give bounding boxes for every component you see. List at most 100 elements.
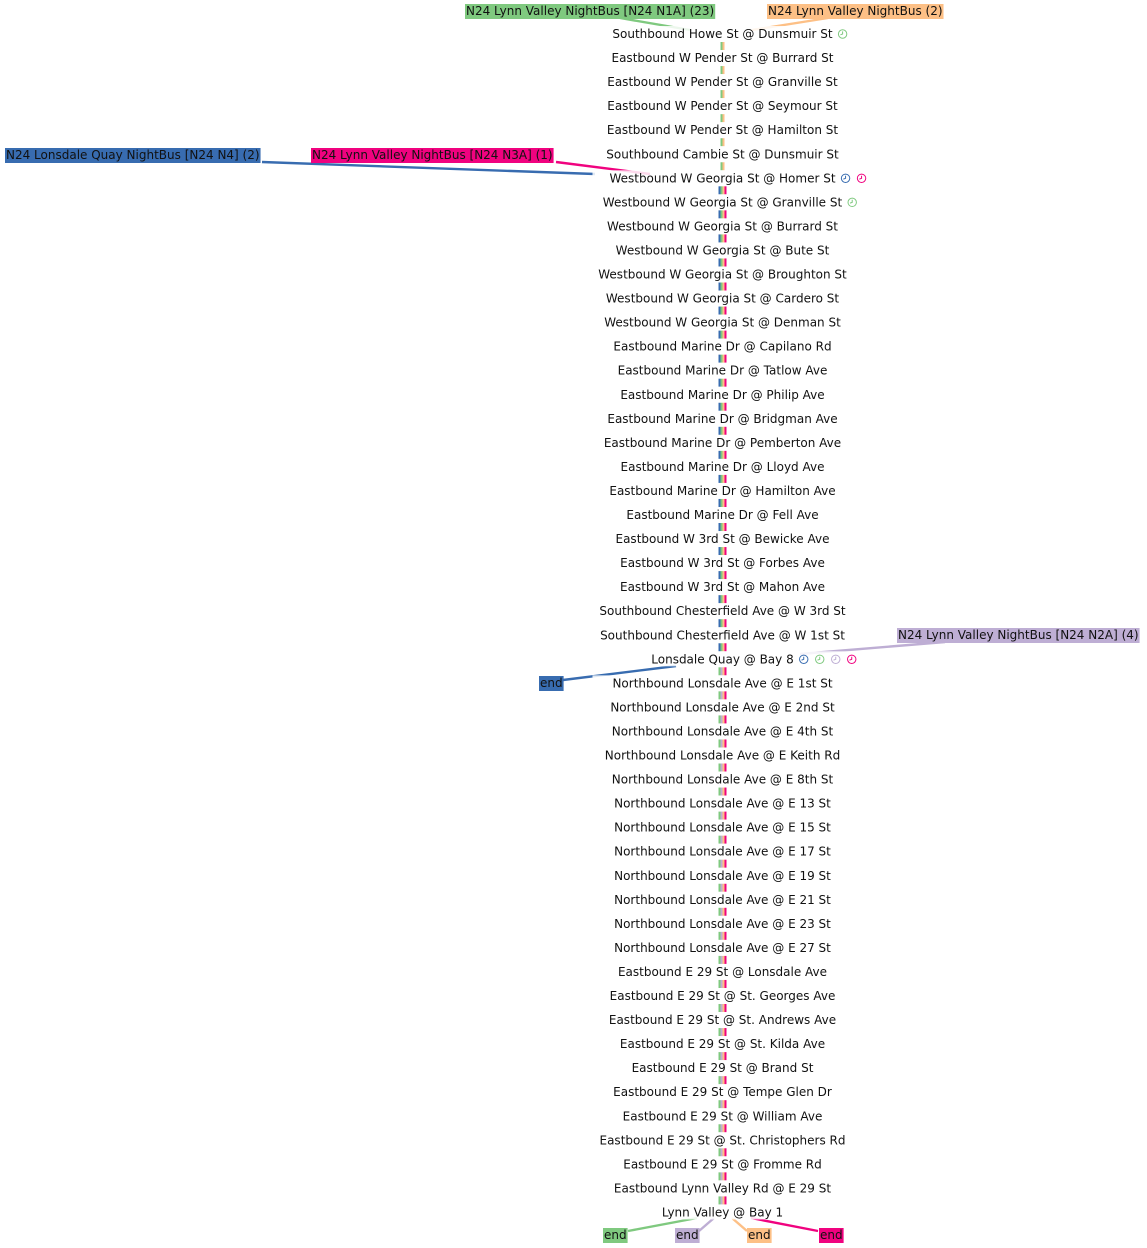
stop: Eastbound W Pender St @ Seymour St [592, 98, 853, 114]
route-segment-n3a [724, 1076, 727, 1085]
route-segment-lv2 [722, 763, 725, 772]
route-segment-n3a [724, 474, 727, 483]
stop-name: Lynn Valley @ Bay 1 [662, 1205, 783, 1219]
svg-text:end: end [820, 1228, 843, 1242]
route-segment-n3a [724, 763, 727, 772]
stop: Eastbound W Pender St @ Granville St [592, 74, 853, 90]
route-segment-lv2 [722, 42, 725, 51]
route-segment-n1a [718, 787, 721, 796]
route-connector-n2a [698, 1217, 715, 1232]
route-segment-lv2 [722, 474, 725, 483]
stop-name: Eastbound Marine Dr @ Lloyd Ave [621, 460, 825, 474]
route-segment-lv2 [722, 378, 725, 387]
stop: Northbound Lonsdale Ave @ E 1st St [592, 675, 853, 691]
route-segment-n1a [720, 547, 723, 556]
route-segment-n1a [718, 883, 721, 892]
route-segment-lv2 [722, 306, 725, 315]
stop-name: Northbound Lonsdale Ave @ E 19 St [614, 869, 831, 883]
stop-name: Eastbound W Pender St @ Burrard St [612, 51, 834, 65]
route-segment-n1a [718, 763, 721, 772]
route-segment-n1a [718, 715, 721, 724]
stop-name: Eastbound W Pender St @ Granville St [607, 75, 838, 89]
stop-name: Westbound W Georgia St @ Homer St [609, 171, 835, 185]
route-segment-lv2 [722, 595, 725, 604]
route-segment-lv2 [722, 162, 725, 171]
stop: Eastbound E 29 St @ William Ave [592, 1108, 853, 1124]
stop: Westbound W Georgia St @ Burrard St [592, 218, 853, 234]
route-segment-lv2 [722, 811, 725, 820]
stop: Westbound W Georgia St @ Cardero St [592, 290, 853, 306]
route-segment-lv2 [722, 210, 725, 219]
route-segment-n1a [720, 643, 723, 652]
stop: Lonsdale Quay @ Bay 8 [592, 651, 857, 667]
route-segment-n3a [724, 1148, 727, 1157]
clock-icon [837, 29, 848, 39]
route-segment-n1a [718, 1148, 721, 1157]
stop-name: Westbound W Georgia St @ Denman St [604, 316, 841, 330]
route-segment-n3a [724, 931, 727, 940]
stop-name: Westbound W Georgia St @ Granville St [603, 195, 843, 209]
stop-name: Westbound W Georgia St @ Burrard St [607, 219, 838, 233]
route-segment-n1a [720, 619, 723, 628]
stop-name: Eastbound Marine Dr @ Philip Ave [620, 388, 824, 402]
route-segment-n2a [720, 1076, 723, 1085]
route-segment-n3a [724, 1028, 727, 1037]
route-segment-n4 [718, 571, 721, 580]
route-segment-n2a [720, 883, 723, 892]
route-segment-lv2 [722, 138, 725, 147]
route-segment-lv2 [722, 234, 725, 243]
route-segment-n2a [720, 931, 723, 940]
route-segment-lv2 [722, 883, 725, 892]
route-segment-n1a [720, 282, 723, 291]
route-segment-n2a [720, 667, 723, 676]
route-segment-n3a [724, 354, 727, 363]
route-segment-n3a [724, 258, 727, 267]
route-segment-lv2 [722, 1052, 725, 1061]
route-segment-n3a [724, 667, 727, 676]
stop-name: Northbound Lonsdale Ave @ E 21 St [614, 893, 831, 907]
stop: Westbound W Georgia St @ Homer St [592, 170, 867, 186]
route-segment-n1a [720, 571, 723, 580]
route-segment-n3a [724, 1100, 727, 1109]
stop: Southbound Chesterfield Ave @ W 3rd St [592, 603, 853, 619]
route-segment-n3a [724, 715, 727, 724]
route-segment-n3a [724, 210, 727, 219]
route-segment-lv2 [722, 1100, 725, 1109]
route-segment-n4 [718, 258, 721, 267]
route-segment-n3a [724, 835, 727, 844]
route-segment-n4 [718, 523, 721, 532]
stop-name: Northbound Lonsdale Ave @ E 4th St [612, 724, 834, 738]
route-connector-n4 [562, 664, 677, 682]
end-label-n2a: end [675, 1228, 700, 1243]
clock-icon [847, 654, 857, 664]
stop: Eastbound Marine Dr @ Lloyd Ave [592, 458, 853, 474]
stop-name: Northbound Lonsdale Ave @ E 1st St [612, 676, 832, 690]
route-segment-lv2 [722, 523, 725, 532]
route-segment-lv2 [722, 354, 725, 363]
clock-icon [847, 197, 857, 208]
route-segment-n1a [720, 66, 723, 75]
stop: Eastbound Marine Dr @ Hamilton Ave [592, 482, 853, 498]
route-segment-n4 [718, 619, 721, 628]
stop-name: Northbound Lonsdale Ave @ E 13 St [614, 797, 831, 811]
stop: Eastbound W Pender St @ Hamilton St [592, 122, 853, 138]
stop-name: Southbound Howe St @ Dunsmuir St [612, 27, 833, 41]
stop: Eastbound E 29 St @ St. Christophers Rd [592, 1132, 853, 1148]
route-segment-n1a [720, 306, 723, 315]
route-segment-n4 [718, 450, 721, 459]
route-segment-n1a [718, 1100, 721, 1109]
stop: Westbound W Georgia St @ Bute St [592, 242, 853, 258]
route-segment-n4 [718, 186, 721, 195]
stop-name: Westbound W Georgia St @ Broughton St [598, 268, 847, 282]
stop: Southbound Cambie St @ Dunsmuir St [592, 146, 853, 162]
route-segment-n3a [724, 186, 727, 195]
route-segment-n4 [718, 547, 721, 556]
stop-name: Eastbound E 29 St @ Lonsdale Ave [618, 965, 827, 979]
stop-name: Northbound Lonsdale Ave @ E 15 St [614, 821, 831, 835]
route-labels: N24 Lynn Valley NightBus [N24 N1A] (23)N… [5, 4, 1140, 643]
stop-list: Southbound Howe St @ Dunsmuir St Eastboun… [592, 26, 867, 1220]
route-segment-n2a [720, 1196, 723, 1205]
stop-name: Westbound W Georgia St @ Bute St [616, 243, 830, 257]
route-segment-n2a [720, 907, 723, 916]
